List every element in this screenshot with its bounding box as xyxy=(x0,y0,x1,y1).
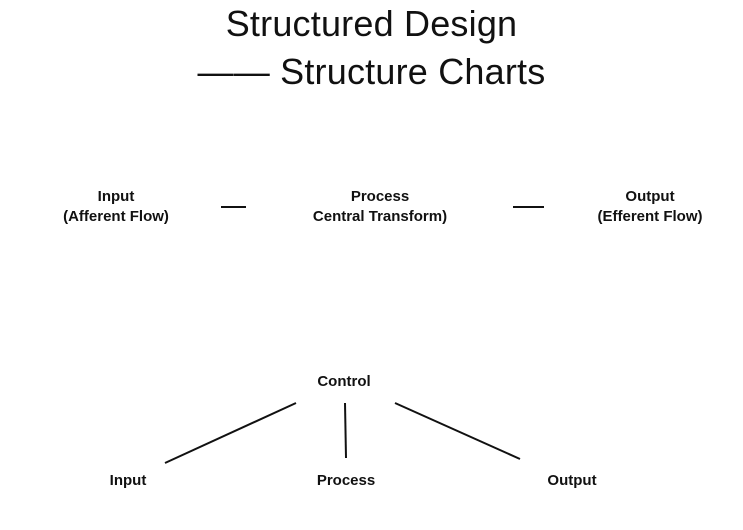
edge-control-output xyxy=(394,402,521,460)
flow-process-subtitle: Central Transform) xyxy=(312,208,448,225)
flow-input-title: Input xyxy=(97,188,135,205)
edge-control-process xyxy=(344,402,347,459)
edge-control-input xyxy=(164,402,297,464)
slide-subtitle: —— Structure Charts xyxy=(197,51,546,92)
flow-input-label: Input (Afferent Flow) xyxy=(46,187,186,227)
flow-output-title: Output xyxy=(625,188,675,205)
flow-separator xyxy=(513,206,544,208)
slide-title: Structured Design xyxy=(225,3,518,44)
flow-process-label: Process Central Transform) xyxy=(290,187,470,227)
flow-output-subtitle: (Efferent Flow) xyxy=(597,208,703,225)
node-output: Output xyxy=(547,472,597,489)
flow-process-title: Process xyxy=(350,188,410,205)
flow-separator xyxy=(221,206,246,208)
node-control: Control xyxy=(317,373,371,390)
flow-output-label: Output (Efferent Flow) xyxy=(580,187,720,227)
node-process: Process xyxy=(316,472,376,489)
node-input: Input xyxy=(109,472,147,489)
flow-input-subtitle: (Afferent Flow) xyxy=(63,208,169,225)
